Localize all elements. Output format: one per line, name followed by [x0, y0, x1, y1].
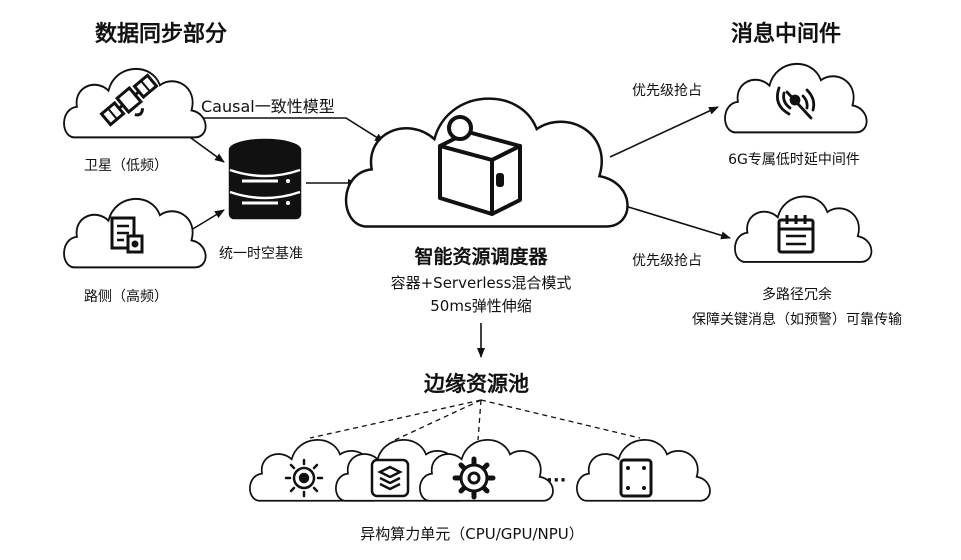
sun-icon: [284, 458, 324, 498]
satellite-icon: [99, 73, 159, 127]
calendar-icon: [777, 215, 815, 254]
pool-label: 异构算力单元（CPU/GPU/NPU）: [360, 525, 584, 543]
section-title-middleware: 消息中间件: [731, 22, 842, 47]
section-title-edge-pool: 边缘资源池: [424, 372, 529, 396]
six-g-label: 6G专属低时延中间件: [728, 152, 860, 168]
pool-links: [309, 399, 641, 441]
scheduler-line2: 50ms弹性伸缩: [430, 297, 532, 315]
document-icon: [110, 216, 144, 254]
section-title-data-sync: 数据同步部分: [95, 22, 228, 47]
antenna-icon: [775, 86, 816, 120]
causal-label: Causal一致性模型: [201, 97, 335, 116]
package-icon: [438, 115, 522, 216]
gear-icon: [452, 456, 496, 500]
priority-label-2: 优先级抢占: [632, 253, 702, 269]
satellite-label: 卫星（低频）: [84, 158, 168, 174]
pool-ellipsis: ···: [546, 470, 567, 491]
roadside-label: 路侧（高频）: [84, 289, 168, 305]
scheduler-title: 智能资源调度器: [414, 246, 548, 268]
priority-label-1: 优先级抢占: [632, 83, 702, 99]
chip-icon: [619, 458, 653, 498]
time-base-label: 统一时空基准: [219, 246, 303, 262]
database-icon: [228, 138, 302, 220]
causal-arrow: [188, 117, 385, 143]
scheduler-to-redundancy-arrow: [611, 201, 731, 240]
redundancy-desc: 保障关键消息（如预警）可靠传输: [692, 312, 902, 328]
stack-icon: [370, 458, 410, 498]
scheduler-line1: 容器+Serverless混合模式: [390, 274, 572, 292]
scheduler-to-6g-arrow: [609, 106, 719, 158]
redundancy-title: 多路径冗余: [762, 287, 832, 303]
